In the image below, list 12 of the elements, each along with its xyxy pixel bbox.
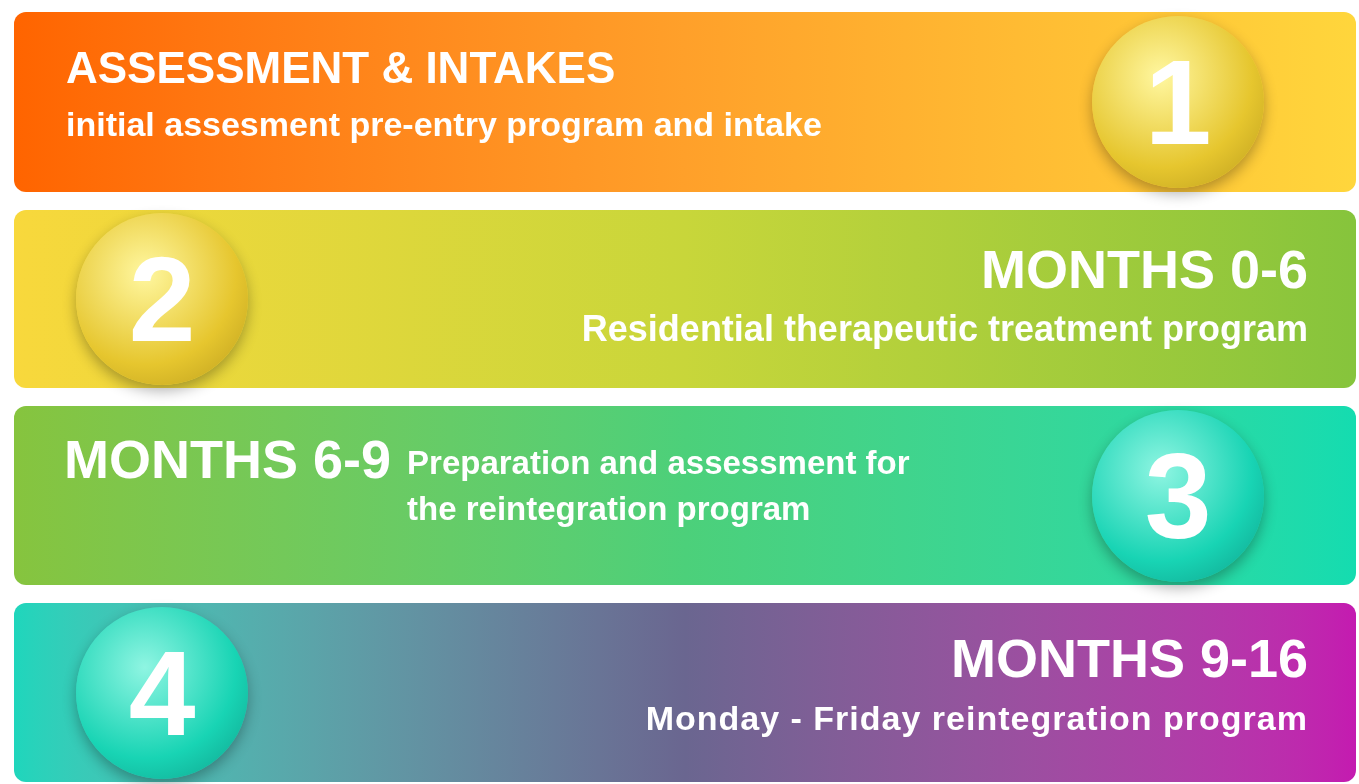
step-title: ASSESSMENT & INTAKES [66,42,616,94]
step-band [14,603,1356,782]
step-band [14,210,1356,388]
step-title: MONTHS 9-16 [950,627,1308,689]
step-title: MONTHS 0-6 [980,238,1308,300]
step-band [14,12,1356,192]
step-description: initial assesment pre-entry program and intake [66,104,822,145]
step-description: Residential therapeutic treatment program [581,307,1308,351]
step-description: Preparation and assessment for the reintegration program [407,443,911,529]
step-band [14,406,1356,585]
step-title: MONTHS 6-9 [64,428,392,490]
step-description: Monday - Friday reintegration program [645,698,1308,739]
